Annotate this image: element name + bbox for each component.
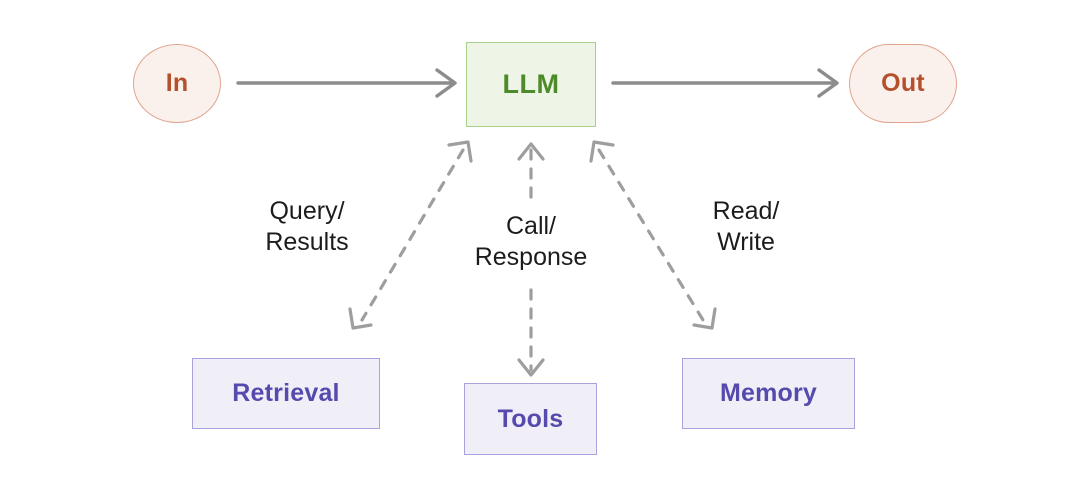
edge-label-read-write: Read/ Write [712, 197, 780, 256]
node-input[interactable]: In [133, 44, 221, 123]
node-tools-label: Tools [497, 404, 564, 433]
edge-llm-memory [589, 140, 717, 330]
node-input-label: In [165, 69, 189, 97]
node-output[interactable]: Out [849, 44, 957, 123]
node-retrieval[interactable]: Retrieval [192, 358, 380, 429]
edge-llm-to-out [611, 68, 839, 98]
node-memory-label: Memory [719, 379, 818, 407]
node-memory[interactable]: Memory [682, 358, 855, 429]
node-llm[interactable]: LLM [466, 42, 596, 127]
edge-llm-tools [517, 142, 545, 377]
edge-label-query-results: Query/ Results [265, 197, 349, 256]
edge-in-to-llm [236, 68, 457, 98]
node-llm-label: LLM [502, 69, 560, 99]
node-retrieval-label: Retrieval [232, 379, 340, 407]
edge-label-call-response: Call/ Response [474, 212, 588, 271]
node-output-label: Out [881, 69, 925, 97]
edge-llm-retrieval [348, 140, 473, 330]
node-tools[interactable]: Tools [464, 383, 597, 455]
